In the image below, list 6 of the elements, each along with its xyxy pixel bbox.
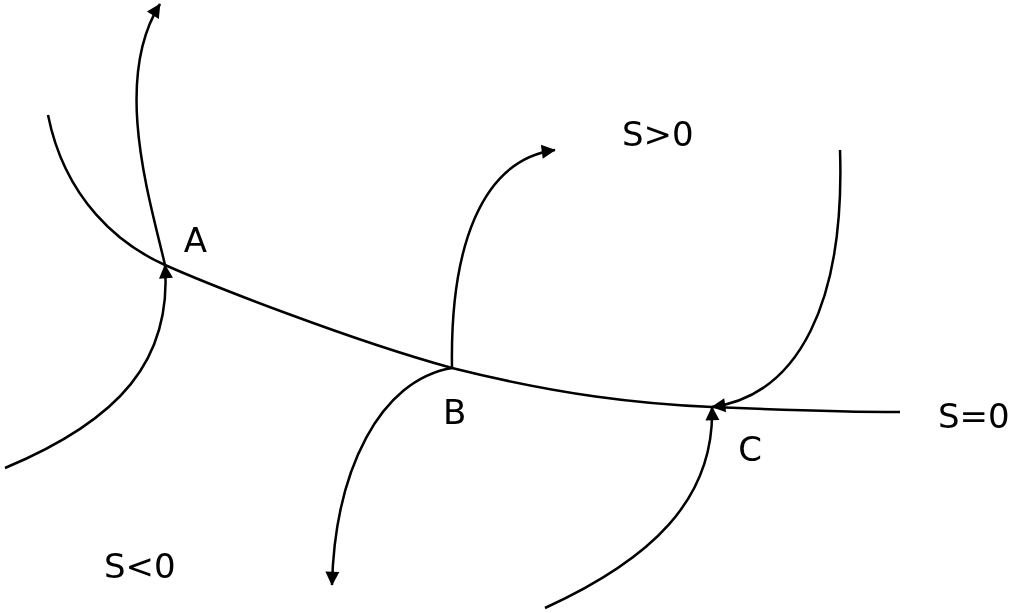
region-label: S=0 — [938, 398, 1010, 434]
point-label: A — [183, 222, 207, 258]
region-label: S>0 — [622, 116, 694, 152]
point-label: B — [443, 394, 467, 430]
region-label: S<0 — [104, 548, 176, 584]
point-label: C — [738, 431, 762, 467]
